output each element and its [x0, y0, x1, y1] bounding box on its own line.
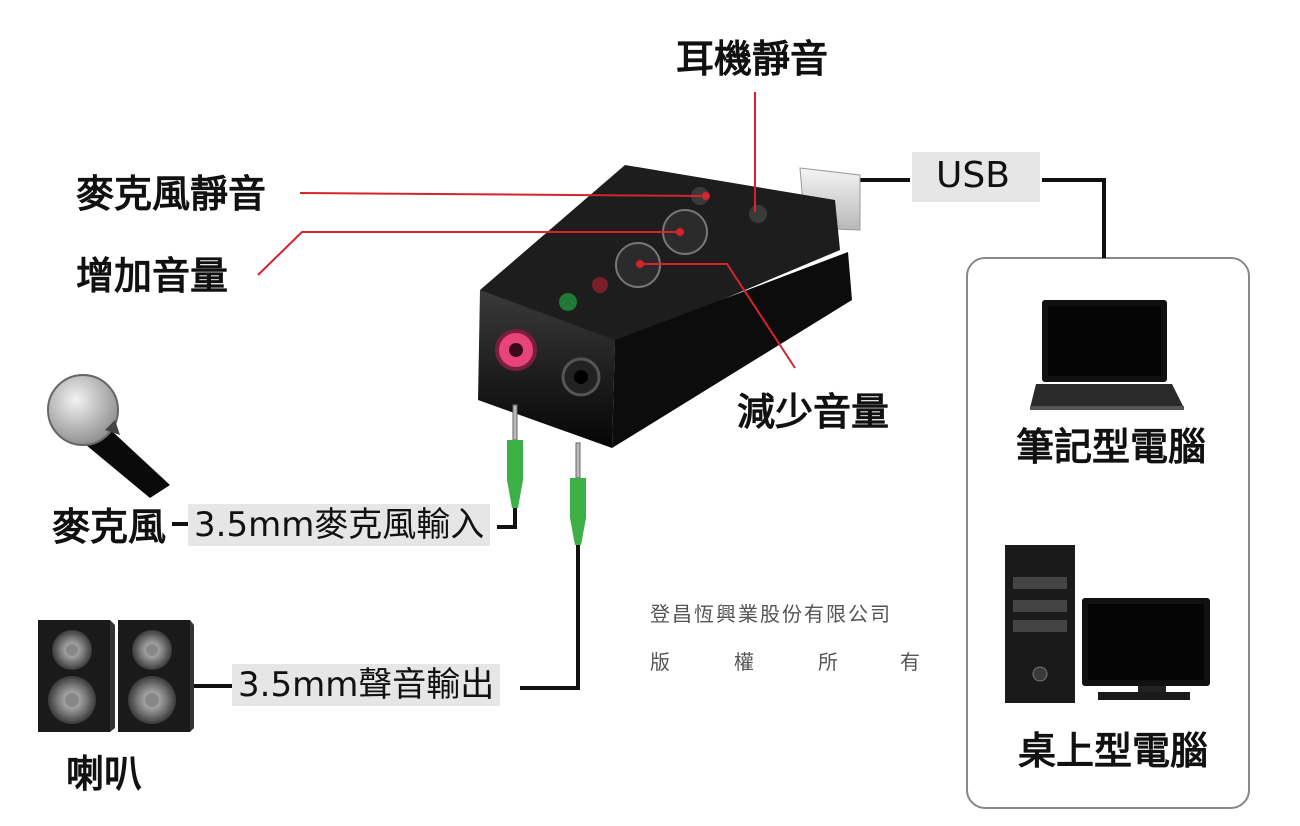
vol-up-label: 增加音量 [76, 254, 229, 298]
laptop-label: 筆記型電腦 [1016, 425, 1207, 469]
audio-output-label: 3.5mm聲音輸出 [232, 664, 501, 706]
desktop-label: 桌上型電腦 [1018, 729, 1209, 773]
laptop-icon [1030, 300, 1184, 410]
output-cable [520, 545, 580, 690]
usb-line-right [1042, 178, 1106, 258]
vol-down-label: 減少音量 [737, 390, 890, 434]
computer-group-box [966, 257, 1250, 809]
speaker-icon [38, 620, 194, 732]
desktop-pc-icon [1005, 545, 1210, 703]
mic-plug-icon [507, 404, 523, 508]
speaker-label: 喇叭 [66, 752, 143, 796]
output-plug-icon [570, 442, 586, 545]
headphone-mute-label: 耳機靜音 [676, 37, 829, 81]
usb-sound-adapter-icon [478, 165, 861, 448]
microphone-label: 麥克風 [52, 505, 167, 549]
rights-char-1: 版 [650, 650, 672, 674]
usb-label-box [912, 152, 1040, 202]
rights-char-4: 有 [900, 650, 922, 674]
usb-label: USB [936, 155, 1010, 196]
mic-mute-label: 麥克風靜音 [76, 172, 267, 216]
company-name: 登昌恆興業股份有限公司 [650, 602, 892, 626]
rights-char-2: 權 [734, 650, 756, 674]
pointer-lines [257, 92, 796, 369]
mic-cable [497, 508, 517, 529]
mic-input-label: 3.5mm麥克風輸入 [188, 504, 491, 546]
microphone-icon [47, 374, 170, 498]
rights-char-3: 所 [818, 650, 840, 674]
